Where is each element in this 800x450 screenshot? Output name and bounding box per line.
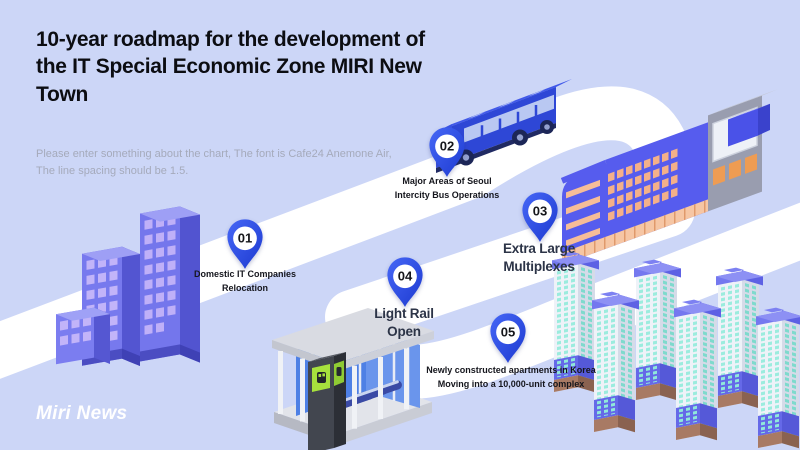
brand-logo: Miri News — [36, 403, 128, 424]
page-subtitle: Please enter something about the chart, … — [36, 148, 392, 178]
milestone-pin-04: 04 — [384, 255, 426, 309]
multiplex-building-illustration — [560, 89, 778, 265]
pin-number: 03 — [533, 204, 548, 219]
pin-number: 05 — [501, 325, 516, 340]
milestone-label-02: Major Areas of Seoul Intercity Bus Opera… — [394, 176, 500, 200]
milestone-pin-02: 02 — [426, 125, 468, 179]
pin-number: 04 — [398, 269, 413, 284]
office-buildings-illustration — [56, 206, 200, 366]
page-title: 10-year roadmap for the development of t… — [36, 28, 425, 106]
milestone-label-05: Newly constructed apartments in Korea Mo… — [426, 365, 596, 389]
milestone-label-03: Extra Large Multiplexes — [502, 241, 576, 274]
milestone-pin-03: 03 — [519, 190, 561, 244]
milestone-label-04: Light Rail Open — [374, 306, 434, 339]
pin-number: 02 — [440, 139, 455, 154]
apartment-complex-illustration — [550, 249, 800, 450]
milestone-pin-01: 01 — [224, 217, 266, 271]
pin-number: 01 — [238, 231, 253, 246]
milestone-pin-05: 05 — [487, 311, 529, 365]
milestone-label-01: Domestic IT Companies Relocation — [193, 269, 297, 293]
light-rail-station-illustration — [272, 308, 434, 450]
